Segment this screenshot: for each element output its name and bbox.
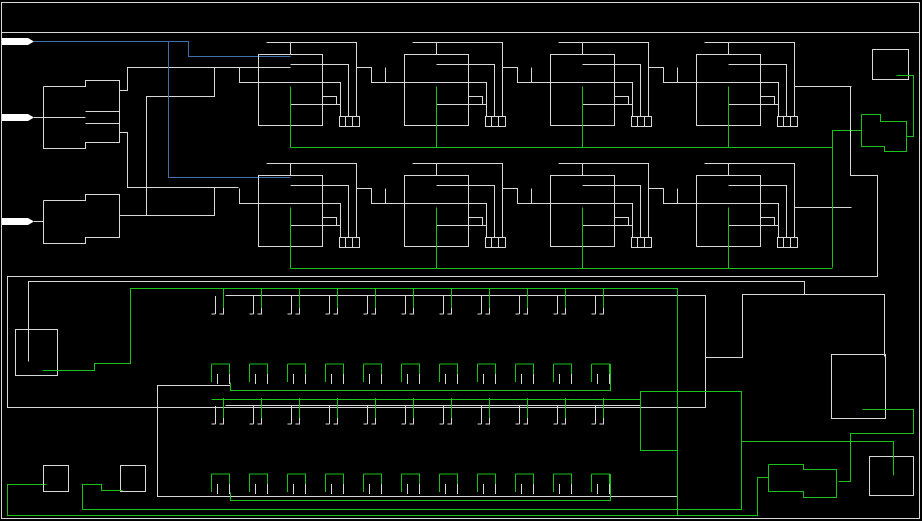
output-section <box>7 49 914 516</box>
latch-cell[interactable] <box>591 398 610 494</box>
cell-row-top <box>239 42 852 148</box>
latch-cell[interactable] <box>439 288 458 384</box>
decoder-block-upper <box>34 67 291 188</box>
input-ports <box>2 38 34 225</box>
latch-array <box>130 288 706 501</box>
latch-cell[interactable] <box>553 398 572 494</box>
decoder-block-lower <box>34 67 215 244</box>
logic-cell[interactable] <box>239 42 386 148</box>
latch-cell[interactable] <box>553 288 572 384</box>
input-port-1[interactable] <box>2 38 34 45</box>
latch-cell[interactable] <box>249 288 268 384</box>
clock-bus <box>34 41 291 178</box>
latch-cell[interactable] <box>249 398 268 494</box>
latch-cell[interactable] <box>211 288 230 384</box>
input-port-2[interactable] <box>2 114 34 121</box>
latch-bank-upper <box>130 288 706 408</box>
logic-cell[interactable] <box>385 42 532 148</box>
latch-bank-lower <box>157 385 678 501</box>
logic-cell[interactable] <box>531 163 678 269</box>
latch-cell[interactable] <box>325 398 344 494</box>
latch-cell[interactable] <box>477 288 496 384</box>
latch-cell[interactable] <box>591 288 610 384</box>
latch-cell[interactable] <box>211 398 230 494</box>
latch-cell[interactable] <box>401 398 420 494</box>
input-port-3[interactable] <box>2 218 34 225</box>
logic-cell[interactable] <box>677 163 852 269</box>
cell-array <box>239 42 852 269</box>
latch-cell[interactable] <box>401 288 420 384</box>
cell-row-middle <box>239 163 852 269</box>
latch-cell[interactable] <box>287 288 306 384</box>
logic-cell[interactable] <box>531 42 678 148</box>
logic-cell[interactable] <box>677 42 852 148</box>
latch-cell[interactable] <box>325 288 344 384</box>
logic-cell[interactable] <box>385 163 532 269</box>
latch-cell[interactable] <box>287 398 306 494</box>
latch-cell[interactable] <box>515 398 534 494</box>
latch-cell[interactable] <box>363 288 382 384</box>
latch-cell[interactable] <box>439 398 458 494</box>
latch-cell[interactable] <box>515 288 534 384</box>
logic-cell[interactable] <box>239 163 386 269</box>
latch-cell[interactable] <box>363 398 382 494</box>
latch-cell[interactable] <box>477 398 496 494</box>
